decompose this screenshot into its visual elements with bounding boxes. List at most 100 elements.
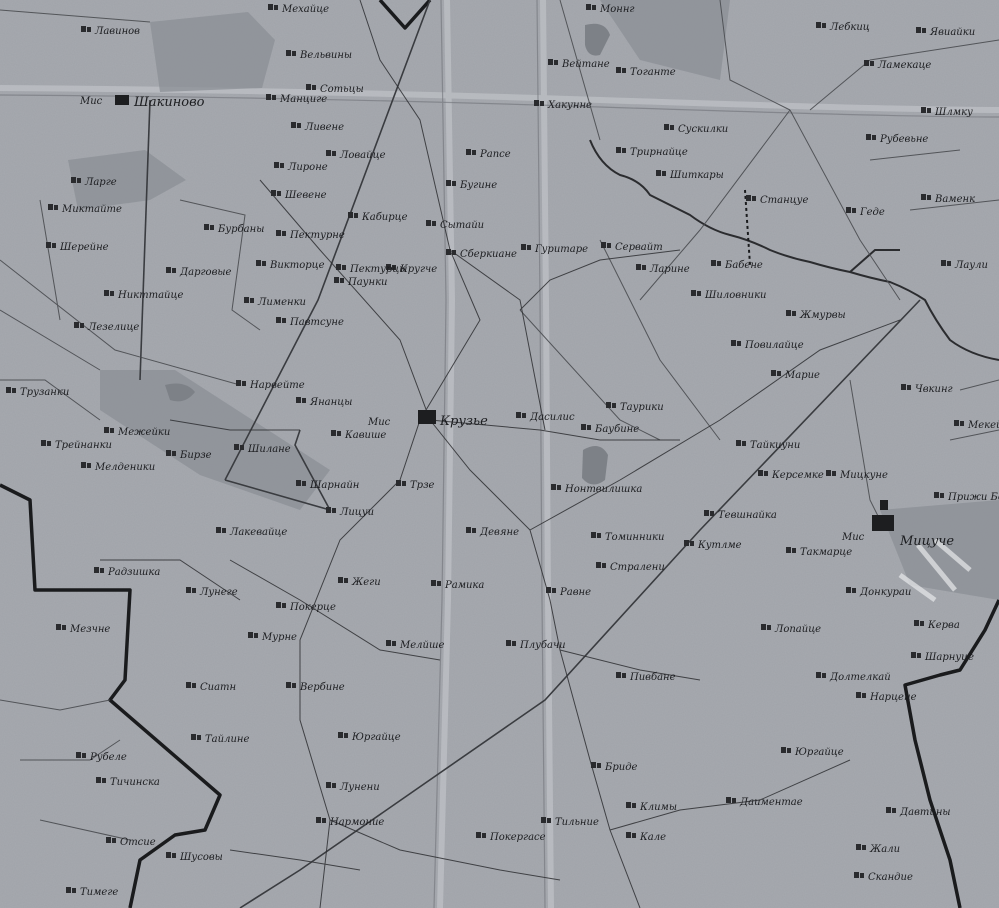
village-label-p30: Межейки (117, 427, 170, 438)
village-label-p78: Марие (784, 370, 820, 381)
village-label-p36: Трзе (410, 480, 435, 491)
village-label-q07: Кале (639, 832, 666, 843)
village-label-p29: Трузанки (20, 387, 69, 398)
village-label-p33: Трейнанки (55, 440, 112, 451)
village-label-p65: Сускилки (678, 124, 728, 135)
village-label-p73: Ларине (649, 264, 690, 275)
village-label-q12: Геде (859, 207, 885, 218)
village-label-q08: Лебкиц (829, 22, 870, 33)
village-label-p76: Жмурвы (799, 310, 846, 321)
village-label-p71: Сервайт (615, 242, 663, 253)
village-label-p74: Бабене (724, 260, 763, 271)
village-label-p92: Равне (559, 587, 591, 598)
village-label-q06: Скандие (868, 872, 913, 883)
village-label-p05: Сотьцы (320, 84, 364, 95)
village-label-p55: Покергасе (489, 832, 546, 843)
village-labels: МехайцеЛавиновВельвиныМанцигеСотьцыЛивен… (20, 4, 999, 898)
village-label-p38: Лицуи (339, 507, 374, 518)
village-label-p87: Девяне (479, 527, 519, 538)
manor-symbols (115, 95, 894, 531)
village-label-p68: Бугине (459, 180, 497, 191)
village-label-p22: Павтсуне (289, 317, 344, 328)
village-label-p54: Нармоние (329, 817, 384, 828)
village-label-p93: Донкураи (859, 587, 911, 598)
village-label-p06: Ливене (304, 122, 344, 133)
village-label-q16: Чвкинг (915, 384, 953, 395)
village-label-p44: Мелйше (399, 640, 444, 651)
village-label-p32: Шилане (247, 444, 291, 455)
village-label-p17: Кабирце (361, 212, 408, 223)
village-label-p14: Дарговые (179, 267, 232, 278)
village-label-p75: Шиловники (704, 290, 767, 301)
village-label-q02: Климы (639, 802, 677, 813)
village-label-p31: Бирзе (179, 450, 212, 461)
village-label-p03: Вельвины (299, 50, 352, 61)
village-label-p98: Нарцене (869, 692, 917, 703)
village-label-p10: Ларге (84, 177, 117, 188)
survey-lines (139, 0, 921, 908)
village-label-p99: Юргайце (794, 747, 844, 758)
estate-label: Мис (79, 96, 103, 107)
village-label-q15: Явиайки (929, 27, 975, 38)
parcels-shaded (68, 0, 999, 600)
village-label-p18: Сытайи (440, 220, 484, 231)
village-label-p63: Хакунне (547, 100, 592, 111)
village-label-p62: Тоганте (630, 67, 676, 78)
village-label-q20: Шарнуце (924, 652, 974, 663)
village-label-p09: Шевене (284, 190, 327, 201)
village-label-p40: Лунеге (199, 587, 238, 598)
village-label-p24: Пектурцы (349, 264, 407, 275)
village-label-q10: Шлмку (934, 107, 973, 118)
estate-label: Крузье (439, 414, 488, 429)
village-label-p70: Станцуе (760, 195, 808, 206)
village-label-p20: Лезелице (87, 322, 139, 333)
parcel-lines (0, 0, 999, 841)
village-label-p86: Тевшнайка (718, 510, 777, 521)
village-label-p79: Таурики (620, 402, 664, 413)
village-label-p12: Шерейне (59, 242, 109, 253)
estate-labels: Мис Шакиново Мис Крузье Мис Мицуче (79, 95, 954, 549)
village-label-p90: Стралени (610, 562, 665, 573)
estate-label: Мис (841, 532, 865, 543)
village-label-p80: Баубине (594, 424, 639, 435)
village-label-q19: Керва (927, 620, 960, 631)
village-label-p27: Янанцы (309, 397, 352, 408)
village-label-p64: Рапсе (479, 149, 511, 160)
village-label-p81: Дасилис (529, 412, 575, 423)
village-label-p95: Плубачи (519, 640, 566, 651)
village-label-p47: Сиатн (200, 682, 236, 693)
village-label-q05: Жали (869, 844, 900, 855)
village-label-p19: Никттайце (117, 290, 183, 301)
village-label-p52: Тичинска (110, 777, 160, 788)
village-label-p61: Вейтане (561, 59, 610, 70)
village-label-p43: Покерце (289, 602, 336, 613)
village-label-p21: Лименки (257, 297, 306, 308)
village-label-p07: Ловайце (339, 150, 386, 161)
village-label-q04: Давтины (899, 807, 951, 818)
village-label-p48: Вербине (299, 682, 345, 693)
village-label-p89: Кутлме (697, 540, 742, 551)
village-label-p84: Мицкуне (839, 470, 888, 481)
village-label-p01: Мехайце (281, 4, 329, 15)
village-label-q11: Рубевьне (879, 134, 928, 145)
village-label-p13: Бурбаны (217, 224, 264, 235)
village-label-q03: Даиментае (739, 797, 803, 808)
village-label-p49: Тайлине (205, 734, 249, 745)
estate-label: Шакиново (133, 95, 205, 110)
village-label-p59: Тимеге (80, 887, 118, 898)
village-label-p28: Кавише (344, 430, 386, 441)
village-label-p26: Нарвейте (249, 380, 305, 391)
village-label-p82: Тайкиуни (750, 440, 800, 451)
village-label-p72: Гуритаре (534, 244, 588, 255)
village-label-q17: Мекей (967, 420, 999, 431)
village-label-p45: Мурне (261, 632, 297, 643)
village-label-p83: Керсемке (771, 470, 824, 481)
village-label-p39: Радзишка (107, 567, 160, 578)
village-label-p23: Паунки (347, 277, 387, 288)
village-label-p02: Лавинов (94, 26, 140, 37)
village-label-p11: Миктайте (61, 204, 122, 215)
